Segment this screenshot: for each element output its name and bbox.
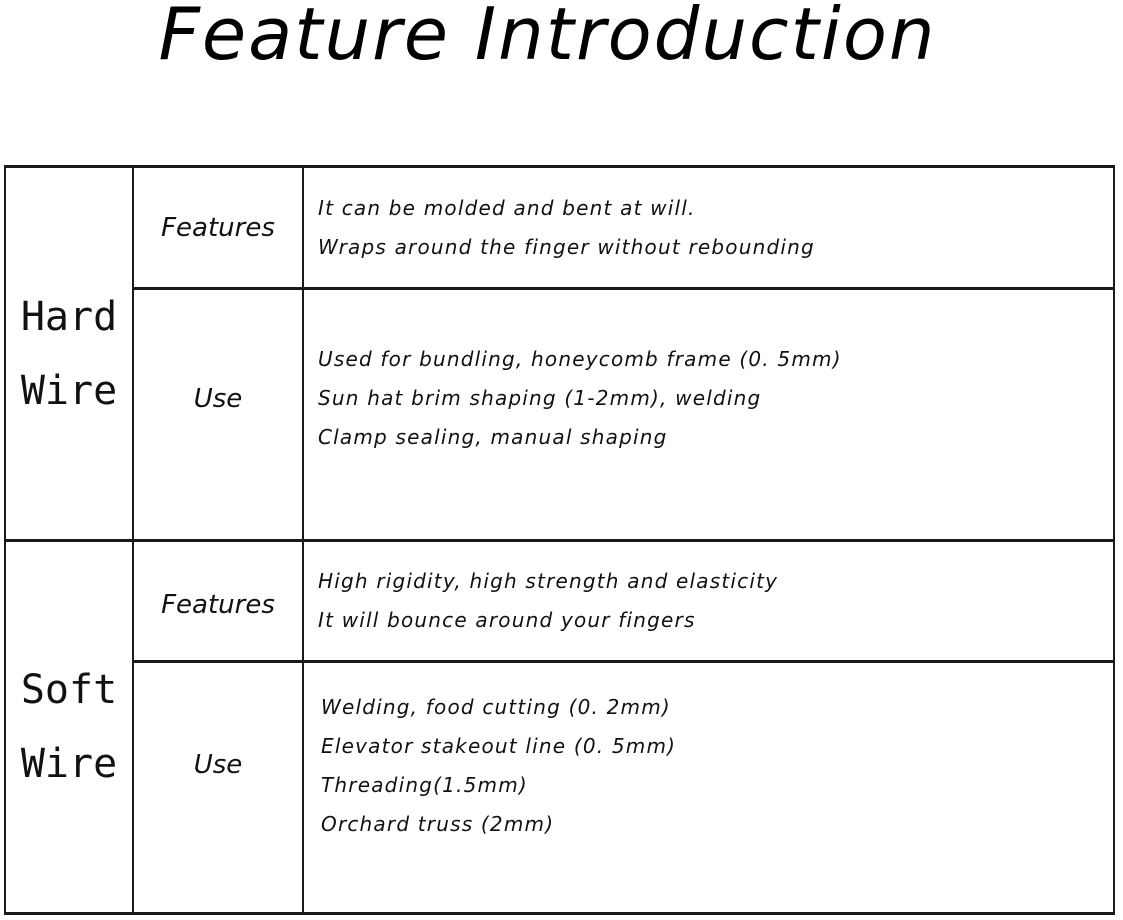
group-label-line: Hard bbox=[20, 293, 118, 340]
column-divider bbox=[132, 165, 134, 915]
content-line: It will bounce around your fingers bbox=[318, 608, 696, 632]
group-label-line: Soft bbox=[20, 667, 118, 713]
content-line: Welding, food cutting (0. 2mm) bbox=[321, 695, 671, 719]
row-label-use: Use bbox=[193, 749, 243, 780]
row-label-features: Features bbox=[161, 590, 275, 620]
table-border-right bbox=[1113, 165, 1115, 915]
content-line: Sun hat brim shaping (1-2mm), welding bbox=[318, 386, 762, 410]
row-divider bbox=[133, 660, 1115, 663]
content-line: High rigidity, high strength and elastic… bbox=[318, 569, 779, 593]
content-line: Threading(1.5mm) bbox=[321, 773, 528, 797]
content-line: Wraps around the finger without reboundi… bbox=[318, 234, 815, 259]
group-divider bbox=[4, 539, 1115, 542]
group-label-line: Wire bbox=[20, 367, 118, 414]
row-divider bbox=[133, 287, 1115, 290]
row-content: Welding, food cutting (0. 2mm) Elevator … bbox=[321, 663, 1108, 869]
content-line: Orchard truss (2mm) bbox=[321, 812, 555, 836]
group-label-line: Wire bbox=[20, 741, 118, 787]
row-content: High rigidity, high strength and elastic… bbox=[318, 542, 1108, 660]
content-line: Clamp sealing, manual shaping bbox=[318, 425, 668, 449]
content-line: Elevator stakeout line (0. 5mm) bbox=[321, 734, 677, 758]
group-label-soft-wire: Soft Wire bbox=[6, 542, 132, 912]
table-border-top bbox=[4, 165, 1115, 168]
table-border-left bbox=[4, 165, 6, 915]
content-line: Used for bundling, honeycomb frame (0. 5… bbox=[318, 347, 842, 371]
group-label-hard-wire: Hard Wire bbox=[6, 168, 132, 539]
row-label-features: Features bbox=[161, 212, 275, 243]
content-line: It can be molded and bent at will. bbox=[318, 195, 696, 220]
page-title: Feature Introduction bbox=[158, 0, 937, 76]
row-content: It can be molded and bent at will. Wraps… bbox=[318, 168, 1108, 287]
column-divider bbox=[302, 165, 304, 915]
row-content: Used for bundling, honeycomb frame (0. 5… bbox=[318, 290, 1108, 507]
row-label-use: Use bbox=[193, 383, 243, 414]
table-border-bottom bbox=[4, 912, 1115, 915]
